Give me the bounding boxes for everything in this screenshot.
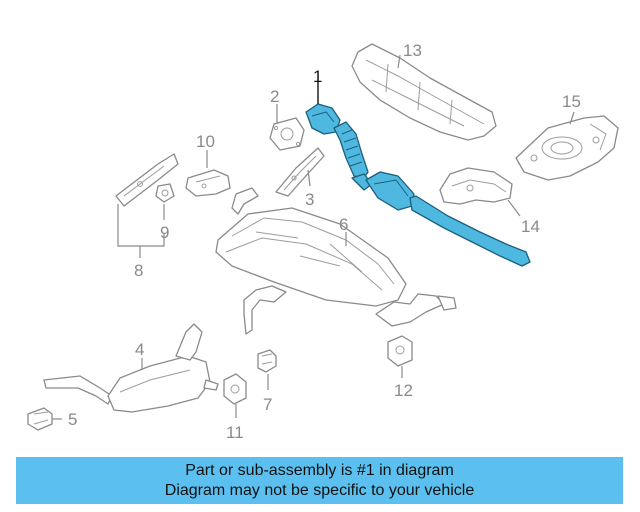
callout-5: 5 bbox=[68, 410, 77, 429]
callout-6: 6 bbox=[339, 215, 348, 234]
part-12-rubber-mount[interactable] bbox=[387, 335, 413, 367]
exhaust-parts-diagram: 13 15 14 2 3 10 bbox=[27, 41, 619, 442]
part-2-gasket[interactable] bbox=[269, 117, 305, 151]
leader-14 bbox=[507, 199, 521, 217]
part-4-center-muffler[interactable] bbox=[43, 323, 219, 413]
part-14-heat-shield[interactable] bbox=[439, 167, 513, 205]
callout-15: 15 bbox=[562, 92, 581, 111]
callout-4: 4 bbox=[135, 340, 144, 359]
callout-13: 13 bbox=[403, 41, 422, 60]
callout-7: 7 bbox=[263, 395, 272, 414]
part-9-rubber-mount[interactable] bbox=[155, 183, 175, 203]
callout-2: 2 bbox=[270, 87, 279, 106]
part-13-heat-shield[interactable] bbox=[351, 43, 497, 141]
part-10-bracket[interactable] bbox=[185, 169, 231, 197]
part-1-front-pipe-catalytic-converter[interactable] bbox=[305, 103, 531, 267]
info-banner: Part or sub-assembly is #1 in diagram Di… bbox=[16, 457, 623, 504]
leader-15 bbox=[569, 111, 575, 125]
part-15-heat-shield[interactable] bbox=[515, 115, 619, 181]
leader-8 bbox=[117, 204, 165, 247]
part-8-hanger-bracket[interactable] bbox=[115, 153, 179, 207]
callout-1: 1 bbox=[313, 67, 322, 86]
callout-11: 11 bbox=[226, 423, 244, 442]
part-5-clamp[interactable] bbox=[27, 407, 53, 431]
callout-10: 10 bbox=[196, 132, 215, 151]
leader-3 bbox=[307, 169, 311, 187]
leader-13 bbox=[397, 54, 401, 69]
callout-8: 8 bbox=[134, 261, 143, 280]
callout-3: 3 bbox=[305, 190, 314, 209]
callout-14: 14 bbox=[521, 217, 540, 236]
callout-9: 9 bbox=[160, 223, 169, 242]
part-6-rear-muffler[interactable] bbox=[215, 187, 457, 335]
banner-line-2: Diagram may not be specific to your vehi… bbox=[164, 481, 475, 499]
part-7-clamp[interactable] bbox=[257, 349, 277, 373]
callout-12: 12 bbox=[394, 381, 413, 400]
part-3-bracket[interactable] bbox=[275, 147, 325, 197]
banner-line-1: Part or sub-assembly is #1 in diagram bbox=[185, 461, 454, 479]
part-11-rubber-mount[interactable] bbox=[223, 373, 247, 405]
